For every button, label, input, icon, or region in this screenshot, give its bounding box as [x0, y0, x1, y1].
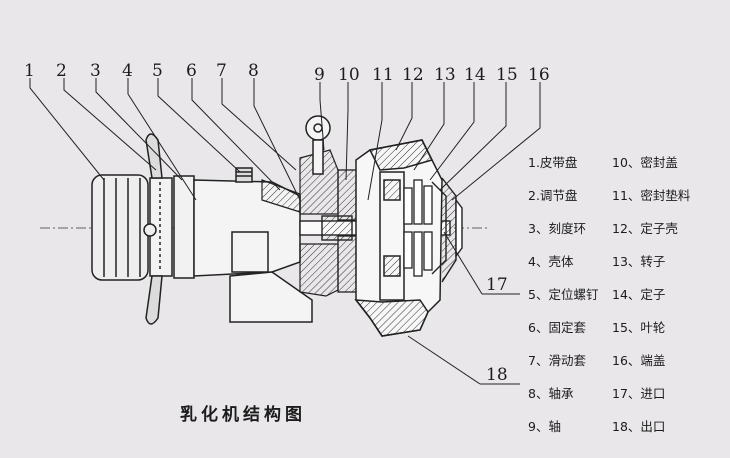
part-number-1: 1 — [24, 61, 35, 81]
diagram-title: 乳化机结构图 — [180, 405, 306, 425]
legend-item: 1.皮带盘 — [528, 155, 578, 170]
part-number-16: 16 — [528, 65, 550, 85]
part-number-2: 2 — [56, 61, 67, 81]
legend-item: 17、进口 — [612, 386, 666, 401]
part-number-14: 14 — [464, 65, 486, 85]
legend-row: 6、固定套 15、叶轮 — [528, 317, 724, 335]
part-number-8: 8 — [248, 61, 259, 81]
part-number-10: 10 — [338, 65, 360, 85]
legend-row: 4、壳体 13、转子 — [528, 251, 724, 269]
leader-lines — [29, 78, 541, 385]
part-number-4: 4 — [122, 61, 133, 81]
legend-item: 9、轴 — [528, 419, 561, 434]
rotor-stator — [403, 179, 433, 277]
legend-row: 5、定位螺钉 14、定子 — [528, 284, 724, 302]
legend-item: 6、固定套 — [528, 320, 586, 335]
part-number-11: 11 — [372, 65, 394, 85]
legend-item: 8、轴承 — [528, 386, 574, 401]
legend-item: 15、叶轮 — [612, 320, 666, 335]
legend-row: 7、滑动套 16、端盖 — [528, 350, 724, 368]
legend-item: 3、刻度环 — [528, 221, 586, 236]
legend-item: 7、滑动套 — [528, 353, 586, 368]
part-number-3: 3 — [90, 61, 101, 81]
legend-item: 18、出口 — [612, 419, 666, 434]
legend-item: 14、定子 — [612, 287, 666, 302]
legend-item: 12、定子壳 — [612, 221, 678, 236]
part-number-12: 12 — [402, 65, 424, 85]
part-number-17: 17 — [486, 275, 508, 295]
legend-row: 9、轴 18、出口 — [528, 416, 724, 434]
legend-item: 16、端盖 — [612, 353, 666, 368]
legend-row: 3、刻度环 12、定子壳 — [528, 218, 724, 236]
eye-bolt — [305, 115, 331, 175]
belt-pulley — [91, 174, 149, 281]
legend-row: 1.皮带盘 10、密封盖 — [528, 152, 724, 170]
impeller-end-cover — [431, 177, 463, 283]
part-number-5: 5 — [152, 61, 163, 81]
legend-item: 4、壳体 — [528, 254, 574, 269]
legend-item: 2.调节盘 — [528, 188, 578, 203]
legend-item: 13、转子 — [612, 254, 666, 269]
legend-row: 2.调节盘 11、密封垫料 — [528, 185, 724, 203]
part-number-6: 6 — [186, 61, 197, 81]
legend-item: 5、定位螺钉 — [528, 287, 599, 302]
part-number-13: 13 — [434, 65, 456, 85]
part-number-18: 18 — [486, 365, 508, 385]
adjusting-disc — [143, 133, 173, 325]
legend-item: 11、密封垫料 — [612, 188, 691, 203]
legend-item: 10、密封盖 — [612, 155, 678, 170]
part-number-7: 7 — [216, 61, 227, 81]
legend-row: 8、轴承 17、进口 — [528, 383, 724, 401]
part-number-15: 15 — [496, 65, 518, 85]
part-number-9: 9 — [314, 65, 325, 85]
